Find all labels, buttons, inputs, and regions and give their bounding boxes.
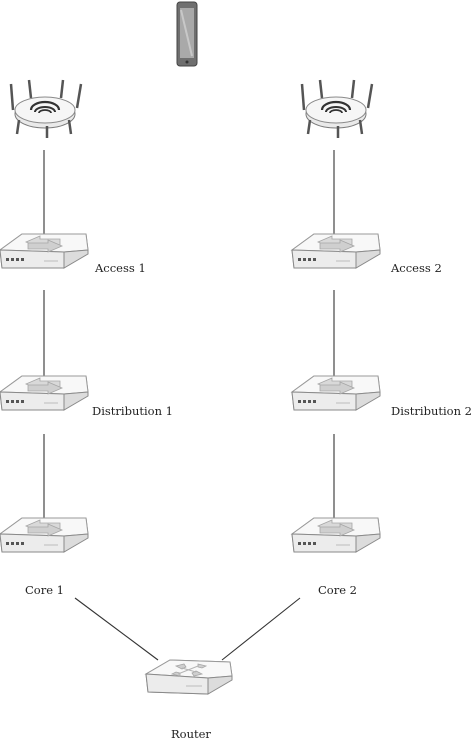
label-core2: Core 2 (318, 583, 357, 597)
label-core1: Core 1 (25, 583, 64, 597)
switch-icon (291, 233, 381, 269)
router-icon (145, 659, 233, 695)
label-access2: Access 2 (391, 261, 442, 275)
link-core2-router (221, 597, 301, 661)
wireless-access-point-icon (9, 78, 83, 140)
switch-icon (0, 517, 89, 553)
link-core1-router (74, 597, 159, 661)
switch-icon (291, 375, 381, 411)
label-router: Router (171, 727, 211, 741)
switch-icon (0, 375, 89, 411)
smartphone-icon (176, 1, 198, 67)
switch-icon (291, 517, 381, 553)
wireless-access-point-icon (300, 78, 374, 140)
label-access1: Access 1 (95, 261, 146, 275)
label-distribution1: Distribution 1 (92, 404, 173, 418)
label-distribution2: Distribution 2 (391, 404, 472, 418)
links (43, 150, 335, 661)
switch-icon (0, 233, 89, 269)
